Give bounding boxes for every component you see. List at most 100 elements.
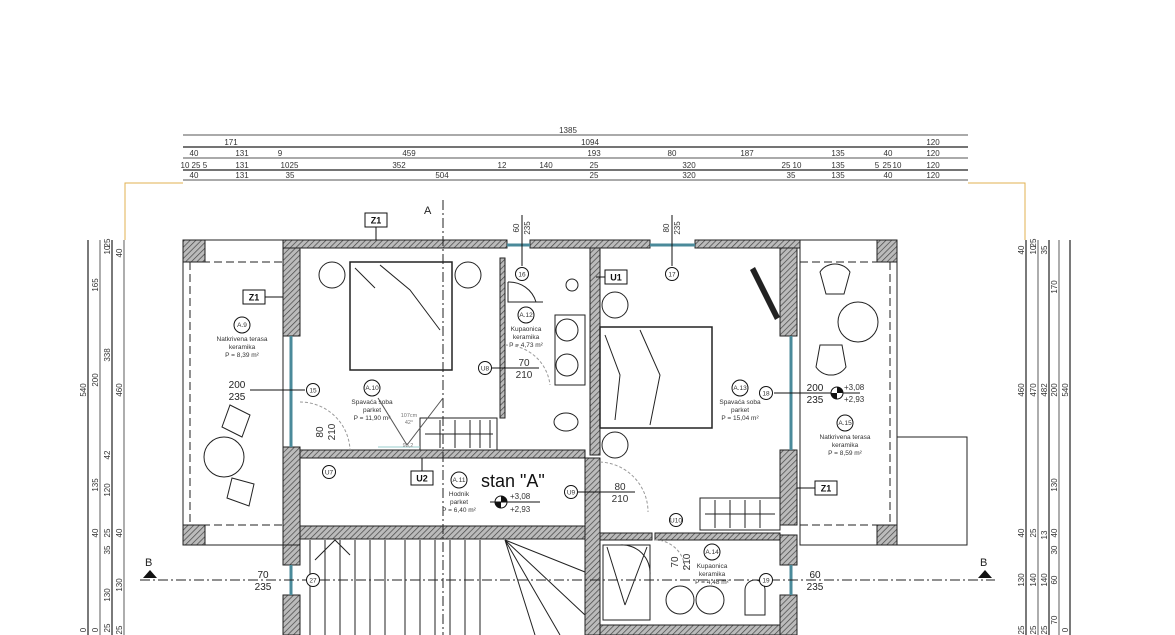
element-tag-z1: Z1 bbox=[242, 289, 283, 305]
dimension-label: 320 bbox=[682, 171, 696, 180]
door-height: 210 bbox=[612, 494, 629, 505]
dimension-label: 171 bbox=[224, 138, 238, 147]
dimension-label: 70 bbox=[1050, 615, 1059, 624]
section-label-b-left: B bbox=[145, 557, 152, 569]
dimension-label: 10 bbox=[893, 161, 902, 170]
window-id: 19 bbox=[762, 578, 770, 585]
window-id: 17 bbox=[668, 272, 676, 279]
dimension-label: 60 bbox=[1050, 575, 1059, 584]
tv-size: 107cm bbox=[401, 413, 418, 419]
dimension-label: 200 bbox=[91, 373, 100, 387]
room-floor: keramika bbox=[513, 334, 540, 341]
tv-icon bbox=[750, 267, 780, 320]
window-height: 235 bbox=[229, 392, 246, 403]
window-width: 60 bbox=[512, 223, 521, 232]
room-name: Spavaća soba bbox=[351, 399, 393, 406]
dimension-label: 0 bbox=[91, 627, 100, 632]
dimension-label: 10 bbox=[1029, 245, 1038, 254]
dimension-label: 35 bbox=[286, 171, 295, 180]
dimension-label: 5 bbox=[875, 161, 880, 170]
room-name: Kupaonica bbox=[697, 563, 728, 570]
room-id: A.15 bbox=[838, 420, 852, 427]
chair-icon bbox=[815, 344, 847, 376]
element-tag-u1: U1 bbox=[596, 269, 628, 285]
dimension-label: 130 bbox=[1050, 478, 1059, 492]
door-swing-icon bbox=[599, 461, 649, 513]
dimension-label: 131 bbox=[235, 149, 249, 158]
window-id: 15 bbox=[309, 388, 317, 395]
dimension-label: 25 bbox=[1040, 625, 1049, 634]
reference-line-left bbox=[124, 182, 183, 240]
shower-icon bbox=[565, 278, 579, 292]
dimension-label: 35 bbox=[103, 545, 112, 554]
room-name: Hodnik bbox=[449, 491, 470, 498]
door-swing-icon bbox=[504, 344, 551, 386]
reference-line-right bbox=[968, 182, 1026, 240]
window-width: 200 bbox=[807, 383, 824, 394]
dimension-label: 40 bbox=[115, 248, 124, 257]
dimension-label: 25 bbox=[1029, 238, 1038, 247]
dimension-label: 35 bbox=[1040, 245, 1049, 254]
dimension-label: 135 bbox=[831, 171, 845, 180]
door-height: 210 bbox=[327, 423, 338, 440]
dimension-label: 135 bbox=[91, 478, 100, 492]
dimension-label: 187 bbox=[740, 149, 754, 158]
room-id-circle bbox=[363, 379, 381, 397]
room-name: Natkrivena terasa bbox=[217, 336, 268, 343]
room-area: P = 6,40 m² bbox=[442, 507, 476, 514]
dimension-label: 170 bbox=[1050, 280, 1059, 294]
tv-angle: 42° bbox=[405, 420, 413, 426]
tag-label: Z1 bbox=[249, 293, 260, 303]
door-id: U7 bbox=[325, 470, 334, 477]
dimension-label: 25 bbox=[115, 625, 124, 634]
door-height: 210 bbox=[516, 370, 533, 381]
nightstand-lamp-icon bbox=[318, 261, 346, 289]
tag-label: U2 bbox=[416, 474, 428, 484]
room-id: A.10 bbox=[365, 385, 379, 392]
dimension-label: 25 bbox=[1029, 528, 1038, 537]
room-floor: keramika bbox=[832, 442, 859, 449]
sink-icon bbox=[695, 585, 725, 615]
room-floor: keramika bbox=[229, 344, 256, 351]
dimension-label: 120 bbox=[926, 171, 940, 180]
dimension-label: 352 bbox=[392, 161, 406, 170]
dimension-label: 135 bbox=[831, 149, 845, 158]
dimension-label: 42 bbox=[103, 450, 112, 459]
room-floor: keramika bbox=[699, 571, 726, 578]
window-width: 70 bbox=[257, 570, 269, 581]
dimension-label: 193 bbox=[587, 149, 601, 158]
room-id-circle bbox=[450, 471, 468, 489]
dimension-label: 0 bbox=[1061, 627, 1070, 632]
section-label-b-right: B bbox=[980, 557, 987, 569]
door-width: 70 bbox=[670, 556, 681, 568]
section-arrow-icon bbox=[143, 570, 157, 578]
room-area: P = 11,90 m² bbox=[354, 415, 392, 422]
room-id-circle bbox=[731, 379, 749, 397]
dimension-label: 540 bbox=[1061, 383, 1070, 397]
dimension-label: 40 bbox=[190, 149, 199, 158]
window-height: 235 bbox=[673, 221, 682, 235]
door-id: U9 bbox=[567, 490, 576, 497]
nightstand-lamp-icon bbox=[601, 291, 629, 319]
dimension-label: 10 bbox=[281, 161, 290, 170]
terrace-right bbox=[799, 239, 968, 546]
dimension-label: 40 bbox=[91, 528, 100, 537]
bed-icon bbox=[349, 261, 453, 371]
dimension-label: 25 bbox=[1029, 625, 1038, 634]
dimension-label: 5 bbox=[203, 161, 208, 170]
dimension-label: 10 bbox=[181, 161, 190, 170]
dimension-label: 120 bbox=[926, 138, 940, 147]
dimension-label: 25 bbox=[290, 161, 299, 170]
section-label-a: A bbox=[424, 205, 432, 217]
dimension-label: 460 bbox=[1017, 383, 1026, 397]
